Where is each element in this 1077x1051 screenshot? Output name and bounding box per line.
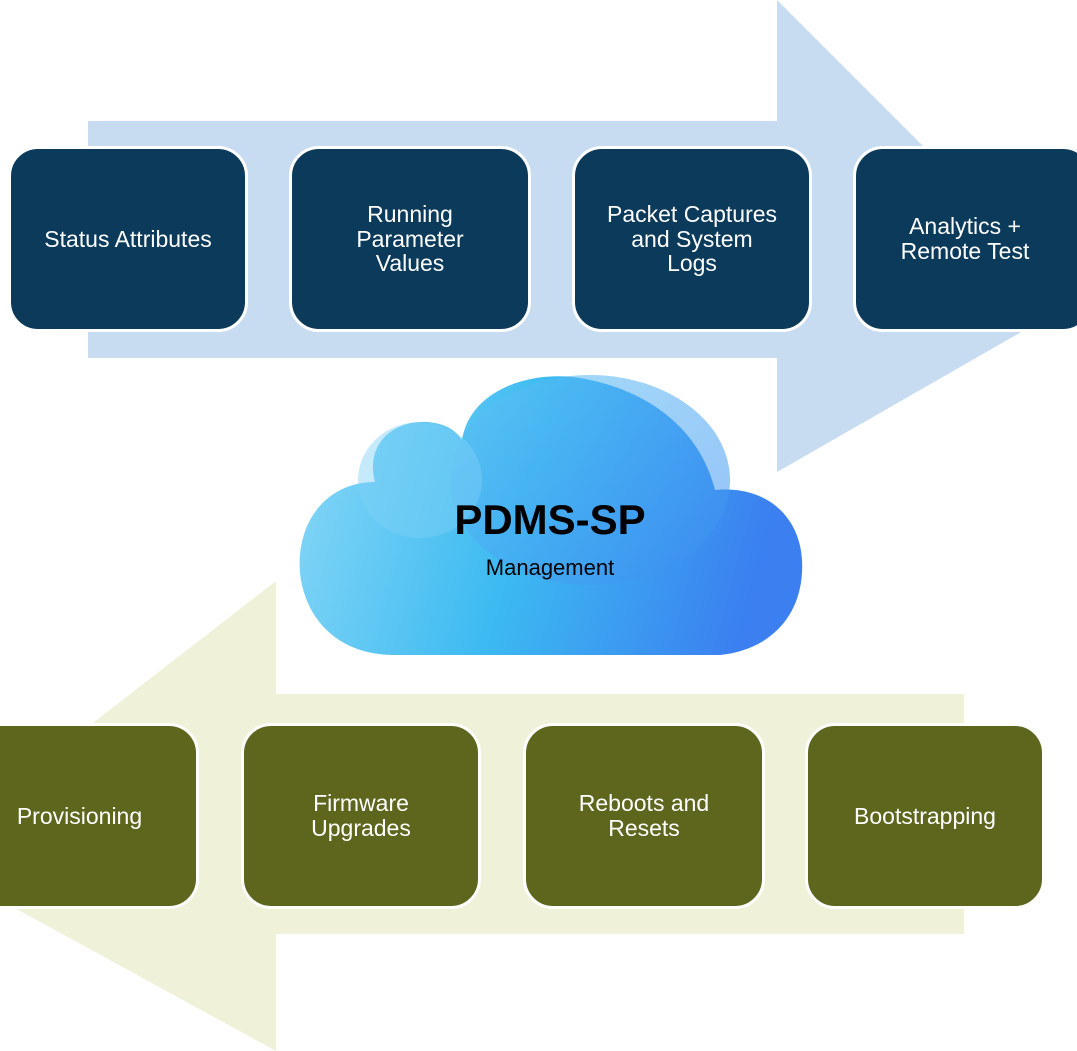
cloud-shape — [299, 375, 803, 655]
running-parameter-values-box: Running Parameter Values — [289, 146, 531, 332]
status-attributes-box: Status Attributes — [8, 146, 248, 332]
packet-captures-box: Packet Captures and System Logs — [572, 146, 812, 332]
running-parameter-values-label: Running Parameter Values — [356, 200, 464, 277]
reboots-resets-label: Reboots and Resets — [578, 790, 710, 841]
packet-captures-label: Packet Captures and System Logs — [606, 200, 778, 277]
firmware-upgrades-box: Firmware Upgrades — [241, 723, 481, 909]
status-attributes-label: Status Attributes — [44, 225, 212, 252]
cloud-title: PDMS-SP — [454, 496, 646, 543]
bootstrapping-box: Bootstrapping — [805, 723, 1045, 909]
firmware-upgrades-label: Firmware Upgrades — [311, 790, 411, 841]
bootstrapping-label: Bootstrapping — [854, 802, 996, 829]
bottom-arrow — [0, 581, 964, 1051]
reboots-resets-box: Reboots and Resets — [523, 723, 765, 909]
provisioning-box: Provisioning — [0, 723, 199, 909]
provisioning-label: Provisioning — [16, 802, 143, 829]
analytics-remote-test-label: Analytics + Remote Test — [900, 213, 1030, 264]
analytics-remote-test-box: Analytics + Remote Test — [853, 146, 1077, 332]
cloud-subtitle: Management — [485, 555, 615, 580]
